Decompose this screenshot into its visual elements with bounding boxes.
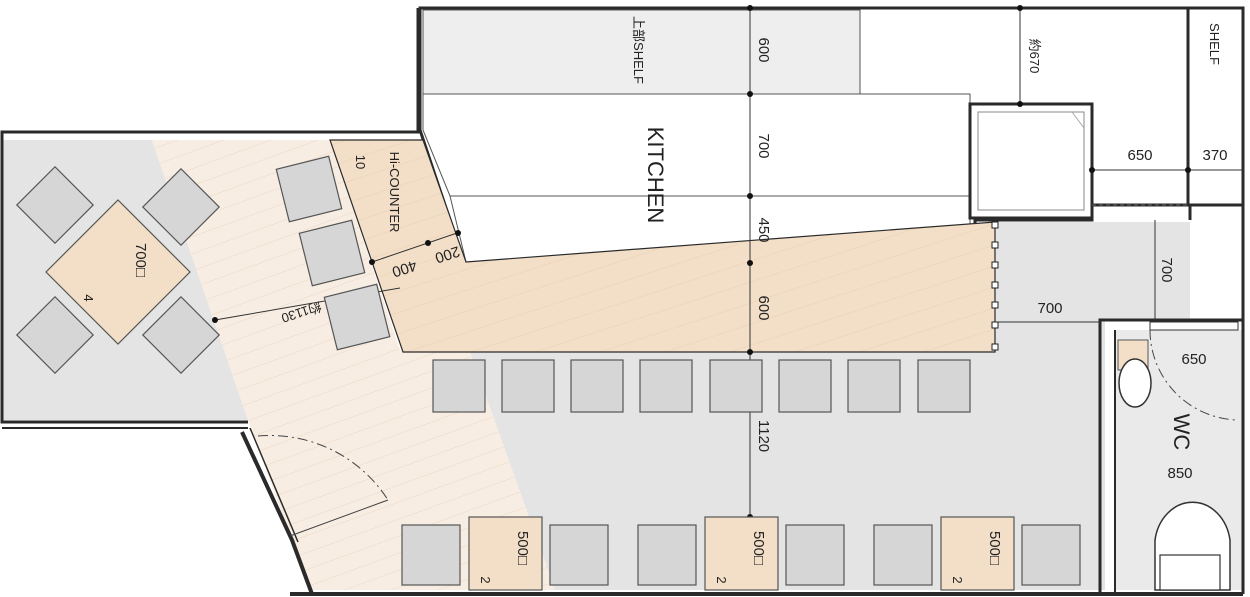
dim-600-top: 600	[755, 37, 772, 62]
right-shelf	[1186, 6, 1245, 207]
table-seats-2: 2	[714, 576, 729, 583]
kitchen-label: KITCHEN	[643, 127, 668, 224]
wc-door-swing	[1149, 329, 1239, 421]
wc-label: WC	[1169, 414, 1194, 451]
table-seats-1: 2	[478, 576, 493, 583]
upper-shelf	[422, 9, 861, 95]
counter-edge-markers	[991, 221, 999, 351]
dim-1120: 1120	[755, 420, 772, 452]
square-table-size: 700□	[132, 243, 149, 277]
shelf-label: SHELF	[1207, 23, 1222, 65]
dim-700-right: 700	[1158, 257, 1175, 282]
table-seats-3: 2	[950, 576, 965, 583]
table-size-1: 500□	[514, 531, 531, 565]
hi-counter-stool	[298, 219, 366, 287]
hi-counter-stool	[275, 155, 343, 223]
square-table-700	[45, 199, 191, 345]
upper-shelf-label: 上部SHELF	[631, 16, 646, 84]
wc-dim-650: 650	[1181, 351, 1206, 368]
square-table-seats: 4	[81, 294, 96, 301]
kitchen-counter	[422, 93, 971, 197]
dim-200: 200	[433, 242, 462, 266]
table-set-1	[401, 516, 609, 591]
table-size-3: 500□	[986, 531, 1003, 565]
dim-approx-670: 約670	[1027, 39, 1042, 74]
dim-650: 650	[1127, 147, 1152, 164]
wc-sink	[1118, 358, 1152, 408]
dim-600-counter: 600	[755, 295, 772, 320]
dim-400: 400	[390, 256, 419, 280]
dim-370: 370	[1202, 147, 1227, 164]
chair	[141, 295, 221, 375]
hi-counter-number: 10	[353, 155, 368, 169]
table-set-2	[637, 516, 845, 591]
hi-counter-label: Hi-COUNTER	[387, 152, 402, 233]
hi-counter-stool	[323, 283, 391, 351]
dim-700-kitchen: 700	[755, 133, 772, 158]
dim-700-horizontal: 700	[1037, 300, 1062, 317]
walls	[0, 8, 1245, 596]
chair	[15, 165, 95, 245]
wc-dim-850: 850	[1167, 465, 1192, 482]
chair	[141, 167, 221, 247]
counter-stools	[432, 359, 971, 413]
table-set-3	[873, 516, 1081, 591]
dim-450: 450	[755, 217, 772, 242]
chair	[15, 295, 95, 375]
entrance-walkway	[152, 140, 555, 590]
table-size-2: 500□	[750, 531, 767, 565]
dimension-dots	[212, 5, 1191, 520]
